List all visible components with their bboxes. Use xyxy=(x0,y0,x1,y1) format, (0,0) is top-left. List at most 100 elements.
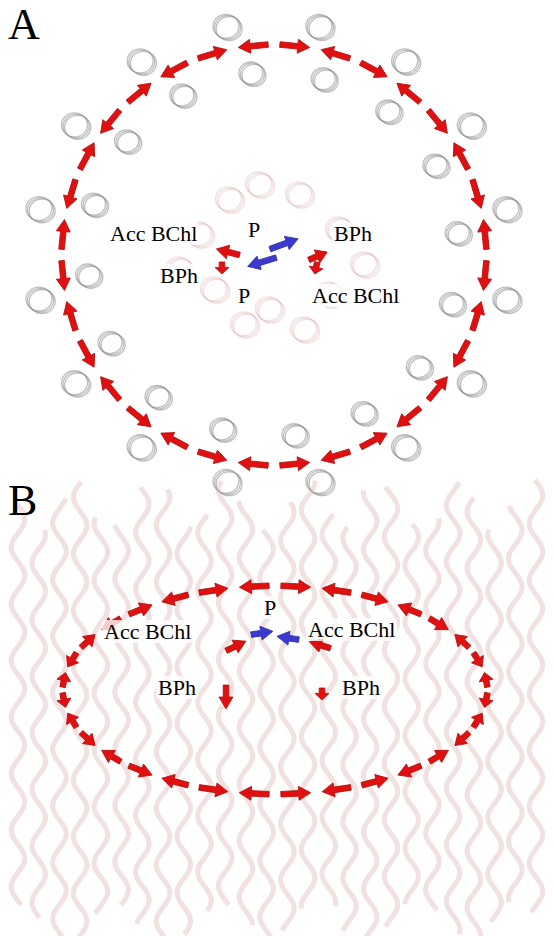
special-pair-arrow xyxy=(268,232,301,255)
dipole-arrow xyxy=(468,709,489,730)
helix-coil xyxy=(443,295,467,317)
dipole-arrow xyxy=(426,744,452,767)
helix-ribbon xyxy=(177,526,191,934)
dipole-arrow xyxy=(426,612,452,635)
helix-ribbon xyxy=(446,482,460,934)
dipole-arrow xyxy=(360,588,390,608)
dipole-arrow xyxy=(392,402,424,432)
dipole-arrow xyxy=(62,649,83,670)
dipole-arrow xyxy=(126,759,154,781)
side-view xyxy=(11,480,543,936)
dipole-arrow xyxy=(198,780,229,798)
panel-letter: A xyxy=(8,2,40,48)
helix-ribbon xyxy=(488,530,502,922)
dipole-arrow xyxy=(308,261,324,276)
helix-coil xyxy=(65,115,91,139)
helix-coil xyxy=(79,266,103,288)
helix-coil xyxy=(309,17,335,41)
helix-coil xyxy=(29,290,55,314)
helix-coil xyxy=(289,184,315,208)
pigment-label: P xyxy=(236,284,252,307)
helix-ribbon xyxy=(239,501,253,925)
helix-coil xyxy=(148,388,172,410)
dipole-arrow xyxy=(423,372,453,404)
helix-ribbon xyxy=(115,525,129,905)
helix-coil xyxy=(130,437,156,461)
dipole-arrow xyxy=(126,598,154,620)
dipole-arrow xyxy=(62,709,83,730)
helix-ribbon xyxy=(509,506,523,902)
dipole-arrow xyxy=(74,139,100,172)
helix-coil xyxy=(249,174,275,198)
dipole-arrow xyxy=(76,629,100,652)
dipole-arrow xyxy=(319,43,352,65)
dipole-arrow xyxy=(319,445,352,467)
special-pair-arrow xyxy=(246,251,279,273)
dipole-arrow xyxy=(281,786,312,801)
dipole-arrow xyxy=(56,691,73,708)
dipole-arrow xyxy=(239,786,270,801)
helix-ribbon xyxy=(322,514,336,906)
dipole-arrow xyxy=(123,78,155,108)
helix-ribbon xyxy=(363,490,377,936)
dipole-arrow xyxy=(357,57,390,83)
dipole-arrow xyxy=(158,57,191,83)
dipole-arrow xyxy=(238,456,269,473)
dipole-arrow xyxy=(477,260,494,291)
helix-coil xyxy=(204,279,230,303)
dipole-arrow xyxy=(466,178,488,211)
dipole-arrow xyxy=(448,337,474,370)
dipole-arrow xyxy=(423,106,453,138)
pigment-label: Acc BChl xyxy=(108,222,199,245)
special-pair-arrow xyxy=(250,624,274,641)
dipole-arrow xyxy=(450,727,474,750)
pigment-label: Acc BChl xyxy=(306,618,397,641)
dipole-arrow xyxy=(477,219,494,250)
helix-coil xyxy=(101,334,125,356)
dipole-arrow xyxy=(448,139,474,172)
helix-coil xyxy=(130,51,156,75)
dipole-arrow xyxy=(315,688,329,700)
helix-ribbon xyxy=(426,518,440,910)
dipole-arrow xyxy=(60,300,82,333)
dipole-arrow xyxy=(223,635,249,657)
helix-ribbon xyxy=(281,502,295,930)
dipole-arrow xyxy=(468,649,489,670)
helix-ribbon xyxy=(32,530,46,918)
helix-coil xyxy=(395,51,421,75)
dipole-arrow xyxy=(55,219,72,250)
dipole-arrow xyxy=(219,685,233,709)
pigment-label: Acc BChl xyxy=(310,284,401,307)
helix-ribbon xyxy=(384,487,398,927)
dipole-arrow xyxy=(198,581,229,599)
helix-coil xyxy=(294,319,320,343)
dipole-arrow xyxy=(158,427,191,453)
dipole-arrow xyxy=(123,402,155,432)
dipole-arrow xyxy=(478,691,495,708)
dipole-arrow xyxy=(215,242,242,262)
helix-coil xyxy=(395,437,421,461)
helix-coil xyxy=(314,70,338,92)
helix-coil xyxy=(379,102,403,124)
special-pair-arrow xyxy=(276,629,300,646)
helix-coil xyxy=(354,404,378,426)
pigment-label: BPh xyxy=(158,264,200,287)
helix-coil xyxy=(216,17,242,41)
helix-coil xyxy=(219,189,245,213)
helix-ribbon xyxy=(260,530,274,936)
helix-ribbon xyxy=(94,517,108,913)
dipole-arrow xyxy=(279,38,310,55)
pigment-label: P xyxy=(246,218,262,241)
dipole-arrow xyxy=(239,579,270,594)
dipole-arrow xyxy=(321,581,352,599)
helix-ribbon xyxy=(156,490,170,936)
dipole-arrow xyxy=(321,780,352,798)
helix-coil xyxy=(65,373,91,397)
dipole-arrow xyxy=(279,456,310,473)
pigment-label: BPh xyxy=(340,676,382,699)
dipole-arrow xyxy=(215,262,229,274)
helix-coil xyxy=(496,199,522,223)
dipole-arrow xyxy=(392,78,424,108)
dipole-arrow xyxy=(196,445,229,467)
